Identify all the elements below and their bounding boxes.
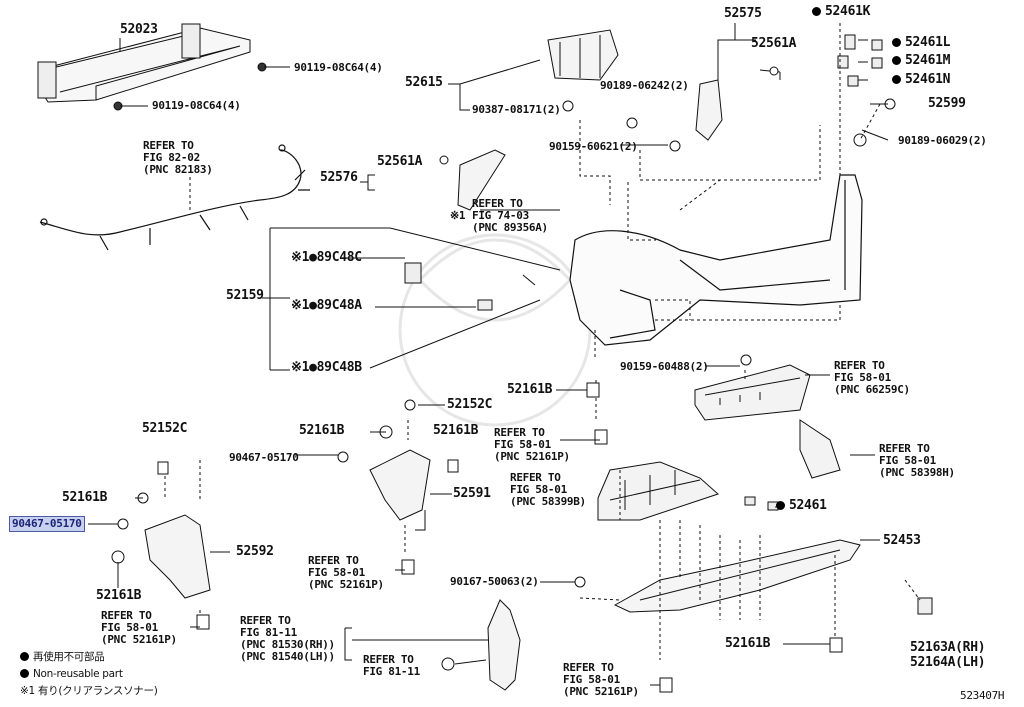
label-52161b-d: 52161B	[62, 490, 108, 505]
side-retainer-52575	[695, 69, 781, 141]
ref-fig-58-01-58399b: REFER TO FIG 58-01 (PNC 58399B)	[510, 471, 586, 508]
legend-non-reusable-jp: 再使用不可部品	[20, 651, 105, 663]
bumper-cover-52159	[569, 174, 863, 346]
ref-fig-58-01-58398h: REFER TO FIG 58-01 (PNC 58398H)	[879, 442, 955, 479]
ref-fig-58-01-66259c: REFER TO FIG 58-01 (PNC 66259C)	[834, 359, 910, 396]
label-90119-08c64-a: 90119-08C64(4)	[294, 61, 383, 74]
ref-fig-82-02: REFER TO FIG 82-02 (PNC 82183)	[143, 139, 213, 176]
legend-sonar-note: ※1 有り(クリアランスソナー)	[20, 685, 158, 697]
label-90159-60488: 90159-60488(2)	[620, 360, 709, 373]
label-52576: 52576	[320, 170, 358, 185]
label-52159: 52159	[226, 288, 264, 303]
label-90167-50063: 90167-50063(2)	[450, 575, 539, 588]
label-52561a-mid: 52561A	[377, 154, 423, 169]
label-52161b-e: 52161B	[96, 588, 142, 603]
label-52161b-a: 52161B	[507, 382, 553, 397]
ref-fig-81-11-b: REFER TO FIG 81-11	[363, 653, 420, 678]
label-90159-60621: 90159-60621(2)	[549, 140, 638, 153]
clips	[111, 66, 843, 693]
ref-fig-81-11-a: REFER TO FIG 81-11 (PNC 81530(RH)) (PNC …	[240, 614, 335, 663]
label-90467-05170-a: 90467-05170	[229, 451, 299, 464]
wire-harness	[39, 144, 310, 251]
label-90387-08171: 90387-08171(2)	[472, 103, 561, 116]
label-52461k: 52461K	[812, 5, 870, 18]
label-52461l: 52461L	[892, 36, 950, 49]
label-52161b-b: 52161B	[299, 423, 345, 438]
label-89c48b: ※1●89C48B	[291, 360, 362, 375]
ref-fig-58-01-52161p-d: REFER TO FIG 58-01 (PNC 52161P)	[563, 661, 639, 698]
label-52592: 52592	[236, 544, 274, 559]
label-52163a-52164a: 52163A(RH) 52164A(LH)	[910, 640, 986, 670]
retainer-52615	[547, 29, 619, 112]
label-52575: 52575	[724, 6, 762, 21]
mudguard-52591	[369, 449, 431, 521]
label-90119-08c64-b: 90119-08C64(4)	[152, 99, 241, 112]
diagram-code: 523407H	[960, 689, 1005, 702]
label-90189-06029: 90189-06029(2)	[898, 134, 987, 147]
label-90467-05170-b[interactable]: 90467-05170	[9, 516, 85, 532]
label-52461: 52461	[776, 499, 827, 512]
label-52453: 52453	[883, 533, 921, 548]
label-89c48c: ※1●89C48C	[291, 250, 362, 265]
label-52161b-f: 52161B	[725, 636, 771, 651]
label-52615: 52615	[405, 75, 443, 90]
rear-reflector	[487, 599, 521, 691]
sonar-mark: ※1	[450, 209, 466, 222]
label-52152c-a: 52152C	[447, 397, 493, 412]
label-52461m: 52461M	[892, 54, 950, 67]
ref-fig-58-01-52161p-a: REFER TO FIG 58-01 (PNC 52161P)	[494, 426, 570, 463]
label-90189-06242: 90189-06242(2)	[600, 79, 689, 92]
label-52161b-c: 52161B	[433, 423, 479, 438]
label-52152c-b: 52152C	[142, 421, 188, 436]
legend-non-reusable-en: Non-reusable part	[20, 668, 123, 680]
label-52023: 52023	[120, 22, 158, 37]
ref-fig-58-01-52161p-b: REFER TO FIG 58-01 (PNC 52161P)	[308, 554, 384, 591]
bumper-reinforcement-52023	[37, 23, 267, 111]
watermark	[398, 233, 592, 427]
absorber-left	[694, 364, 811, 421]
label-52461n: 52461N	[892, 73, 950, 86]
ref-fig-74-03: REFER TO FIG 74-03 (PNC 89356A)	[472, 197, 548, 234]
ref-fig-58-01-52161p-c: REFER TO FIG 58-01 (PNC 52161P)	[101, 609, 177, 646]
label-52591: 52591	[453, 486, 491, 501]
mudguard-52592	[144, 514, 211, 599]
cover-right	[799, 419, 841, 479]
label-89c48a: ※1●89C48A	[291, 298, 362, 313]
label-52561a-top: 52561A	[751, 36, 797, 51]
label-52599: 52599	[928, 96, 966, 111]
retainer-52576	[457, 149, 506, 211]
lower-cover-52453	[613, 539, 861, 613]
absorber-center	[597, 461, 719, 521]
